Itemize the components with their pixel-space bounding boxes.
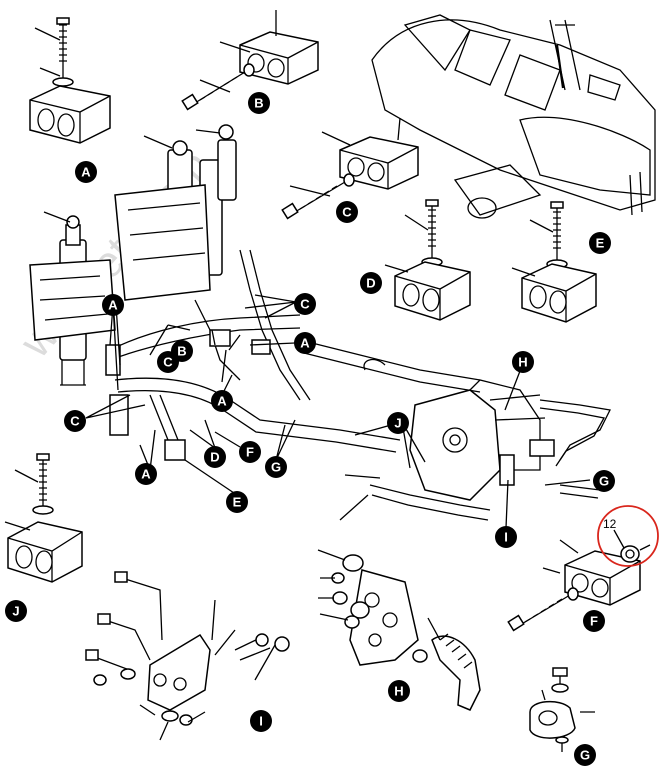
bracket-i-assembly xyxy=(85,571,290,741)
svg-text:D: D xyxy=(210,450,219,465)
badge-c-clamp: C xyxy=(336,201,358,223)
clamp-block-b xyxy=(181,10,319,111)
badge-b-top: B xyxy=(248,92,270,114)
svg-text:J: J xyxy=(394,416,401,431)
gearbox-housing xyxy=(409,379,555,501)
svg-text:C: C xyxy=(342,205,352,220)
badge-g-lines: G xyxy=(265,456,287,478)
svg-text:G: G xyxy=(580,748,590,763)
badge-j-lower: J xyxy=(5,600,27,622)
badge-e-clamp: E xyxy=(589,232,611,254)
bracket-h-assembly xyxy=(317,549,481,711)
badge-e-lines: E xyxy=(226,491,248,513)
svg-text:H: H xyxy=(518,355,527,370)
clamp-block-f xyxy=(507,539,641,632)
svg-text:A: A xyxy=(81,165,91,180)
leader-lines xyxy=(85,294,591,529)
clamp-block-d xyxy=(384,199,471,321)
badge-i-center: I xyxy=(495,526,517,548)
badge-d-clamp: D xyxy=(360,272,382,294)
svg-text:F: F xyxy=(590,614,598,629)
clamp-block-c xyxy=(281,117,419,220)
svg-text:A: A xyxy=(108,298,118,313)
svg-text:C: C xyxy=(70,414,80,429)
svg-text:C: C xyxy=(300,297,310,312)
badge-a-center: A xyxy=(211,390,233,412)
callout-number-label: 12 xyxy=(603,517,617,531)
svg-text:F: F xyxy=(246,445,254,460)
svg-text:A: A xyxy=(141,467,151,482)
badge-a-top: A xyxy=(75,161,97,183)
svg-text:B: B xyxy=(177,344,186,359)
svg-text:J: J xyxy=(12,604,19,619)
svg-text:B: B xyxy=(254,96,263,111)
svg-text:G: G xyxy=(599,474,609,489)
badge-g-lower: G xyxy=(574,744,596,766)
svg-text:I: I xyxy=(259,714,263,729)
svg-text:I: I xyxy=(504,530,508,545)
badge-i-lower: I xyxy=(250,710,272,732)
svg-text:A: A xyxy=(300,336,310,351)
svg-text:H: H xyxy=(394,684,403,699)
clamp-block-j xyxy=(4,453,83,583)
svg-text:A: A xyxy=(217,394,227,409)
badge-h-right: H xyxy=(512,351,534,373)
badge-a-right: A xyxy=(294,332,316,354)
svg-text:D: D xyxy=(366,276,375,291)
badge-h-lower: H xyxy=(388,680,410,702)
badge-j-center: J xyxy=(387,412,409,434)
svg-text:E: E xyxy=(233,495,242,510)
badge-c-lower: C xyxy=(64,410,86,432)
svg-text:C: C xyxy=(163,355,173,370)
helicopter-fuselage xyxy=(371,14,656,219)
clamp-block-a xyxy=(29,17,111,144)
badge-a-lower: A xyxy=(135,463,157,485)
svg-text:E: E xyxy=(596,236,605,251)
bracket-g-assembly xyxy=(529,667,595,752)
badge-f-lower: F xyxy=(583,610,605,632)
badge-a-left: A xyxy=(102,294,124,316)
badge-b-lines: B xyxy=(171,340,193,362)
clamp-block-e xyxy=(511,201,597,323)
badge-f-lines: F xyxy=(239,441,261,463)
badge-d-lines: D xyxy=(204,446,226,468)
callout-12-highlight: 12 xyxy=(597,505,659,567)
svg-text:G: G xyxy=(271,460,281,475)
badge-g-right: G xyxy=(593,470,615,492)
badge-c-lines: C xyxy=(294,293,316,315)
hydraulic-lines xyxy=(105,249,611,521)
actuator-assembly xyxy=(29,124,237,386)
